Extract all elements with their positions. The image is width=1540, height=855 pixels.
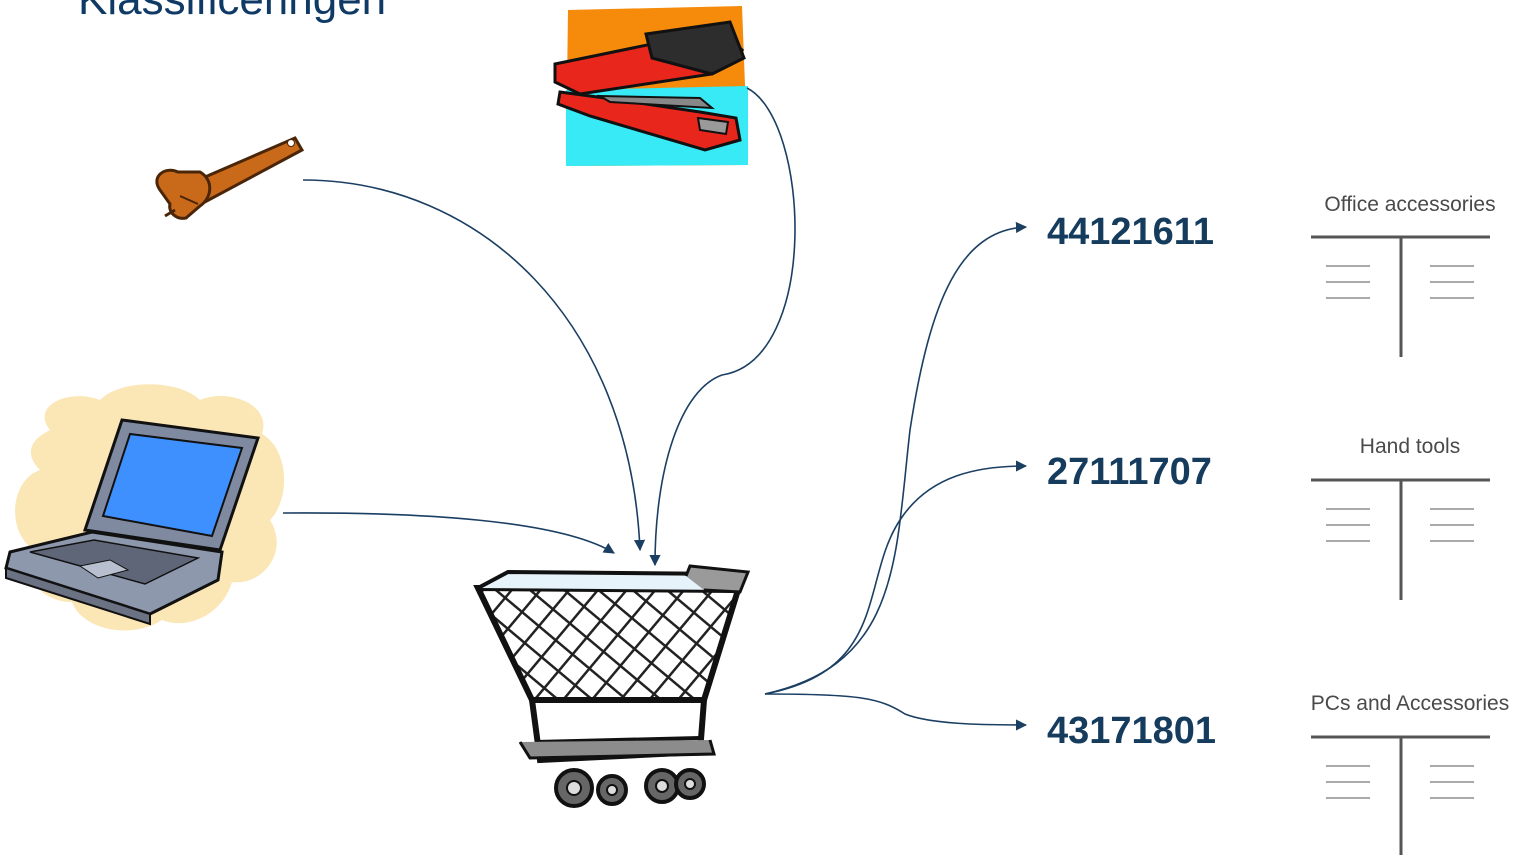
arrow-stapler-to-cart (649, 87, 796, 567)
classification-code: 43171801 (1047, 710, 1217, 752)
category-label: Hand tools (1359, 435, 1461, 458)
output-arrows (764, 221, 1028, 731)
shopping-cart-icon (473, 564, 751, 808)
category-label: PCs and Accessories (1310, 692, 1510, 715)
arrow-wrench-to-cart (302, 179, 646, 552)
wrench-icon (155, 136, 305, 220)
category-chart-office (1311, 235, 1490, 357)
stapler-icon (553, 6, 748, 166)
input-arrows (282, 87, 796, 567)
slide-title: Klassificeringen (78, 0, 386, 22)
arrow-laptop-to-cart (282, 512, 615, 554)
classification-code: 44121611 (1047, 211, 1214, 253)
arrow-cart-to-code-3 (764, 693, 1028, 731)
category-chart-hand-tools (1311, 478, 1490, 600)
laptop-icon (4, 384, 285, 631)
classification-code: 27111707 (1047, 451, 1212, 493)
arrow-cart-to-code-2 (764, 460, 1028, 695)
arrow-cart-to-code-1 (764, 221, 1028, 695)
category-chart-pcs (1311, 735, 1490, 855)
category-label: Office accessories (1324, 193, 1496, 216)
